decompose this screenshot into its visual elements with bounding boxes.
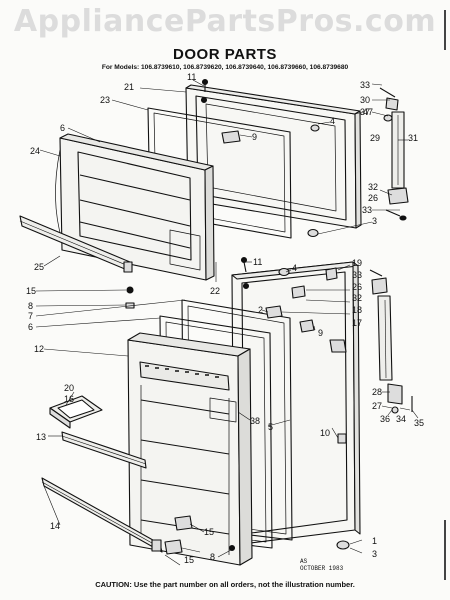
callout-9: 9 [252, 132, 257, 142]
callout-28: 28 [372, 387, 382, 397]
freezer-door-panel [185, 84, 362, 229]
leader-lines [35, 79, 419, 566]
callout-17: 17 [352, 318, 362, 328]
callout-26: 26 [368, 193, 378, 203]
butter-compartment-door [49, 395, 103, 429]
watermark: AppliancePartsPros.com [13, 4, 437, 39]
callout-10: 10 [320, 428, 330, 438]
callout-13: 13 [36, 432, 46, 442]
callout-18: 18 [352, 305, 362, 315]
callout-37: 37 [360, 107, 370, 117]
callout-33: 33 [362, 205, 372, 215]
callout-4: 4 [330, 116, 335, 126]
callout-2: 2 [258, 305, 263, 315]
callout-15: 15 [26, 286, 36, 296]
callout-11: 11 [253, 257, 262, 267]
callout-31: 31 [408, 133, 418, 143]
scan-edge-mark [444, 10, 446, 50]
model-list: For Models: 106.8739610, 106.8739620, 10… [101, 64, 349, 71]
callout-8: 8 [210, 552, 215, 562]
callout-11: 11 [187, 72, 196, 82]
callout-33: 33 [352, 270, 362, 280]
callout-15: 15 [184, 555, 194, 565]
freezer-hardware [125, 78, 320, 309]
scan-edge-mark [444, 520, 446, 580]
callout-34: 34 [396, 414, 406, 424]
callout-6: 6 [28, 322, 33, 332]
freezer-door-shelf-bar [19, 215, 133, 273]
callout-23: 23 [100, 95, 110, 105]
callout-4: 4 [292, 263, 297, 273]
callout-15: 15 [204, 527, 214, 537]
callout-32: 32 [352, 293, 362, 303]
refrigerator-hardware [164, 256, 350, 555]
callout-27: 27 [372, 401, 382, 411]
callout-8: 8 [28, 301, 33, 311]
revision-code: AS [300, 558, 308, 565]
lower-shelf-bars [41, 431, 163, 553]
refrigerator-door-panel [231, 261, 361, 546]
callout-12: 12 [34, 344, 44, 354]
callout-labels: 11 21 23 6 9 4 47 33 30 37 29 31 24 32 2… [26, 72, 424, 565]
callout-21: 21 [124, 82, 134, 92]
callout-6: 6 [60, 123, 65, 133]
callout-16: 16 [64, 394, 74, 404]
revision-date: AS OCTOBER 1983 [300, 558, 343, 572]
callout-25: 25 [34, 262, 44, 272]
freezer-inner-liner [55, 133, 215, 281]
revision-month-year: OCTOBER 1983 [300, 565, 344, 572]
caution-note: CAUTION: Use the part number on all orde… [95, 580, 355, 589]
callout-22: 22 [210, 286, 220, 296]
callout-32: 32 [368, 182, 378, 192]
callout-38: 38 [250, 416, 260, 426]
callout-29: 29 [370, 133, 380, 143]
upper-hinge-assembly [379, 87, 409, 221]
refrigerator-inner-liner [127, 332, 253, 566]
callout-35: 35 [414, 418, 424, 428]
diagram-title: DOOR PARTS [173, 46, 277, 63]
callout-19: 19 [352, 258, 362, 268]
callout-24: 24 [30, 146, 40, 156]
callout-33: 33 [360, 80, 370, 90]
callout-1: 1 [372, 536, 377, 546]
callout-47: 47 [363, 107, 373, 117]
callout-14: 14 [50, 521, 60, 531]
callout-5: 5 [268, 422, 273, 432]
callout-7: 7 [28, 311, 33, 321]
callout-36: 36 [380, 414, 390, 424]
callout-3: 3 [372, 549, 377, 559]
callout-9: 9 [318, 328, 323, 338]
callout-26: 26 [352, 282, 362, 292]
callout-20: 20 [64, 383, 74, 393]
callout-30: 30 [360, 95, 370, 105]
callout-3: 3 [372, 216, 377, 226]
lower-hinge-assembly [325, 267, 413, 414]
